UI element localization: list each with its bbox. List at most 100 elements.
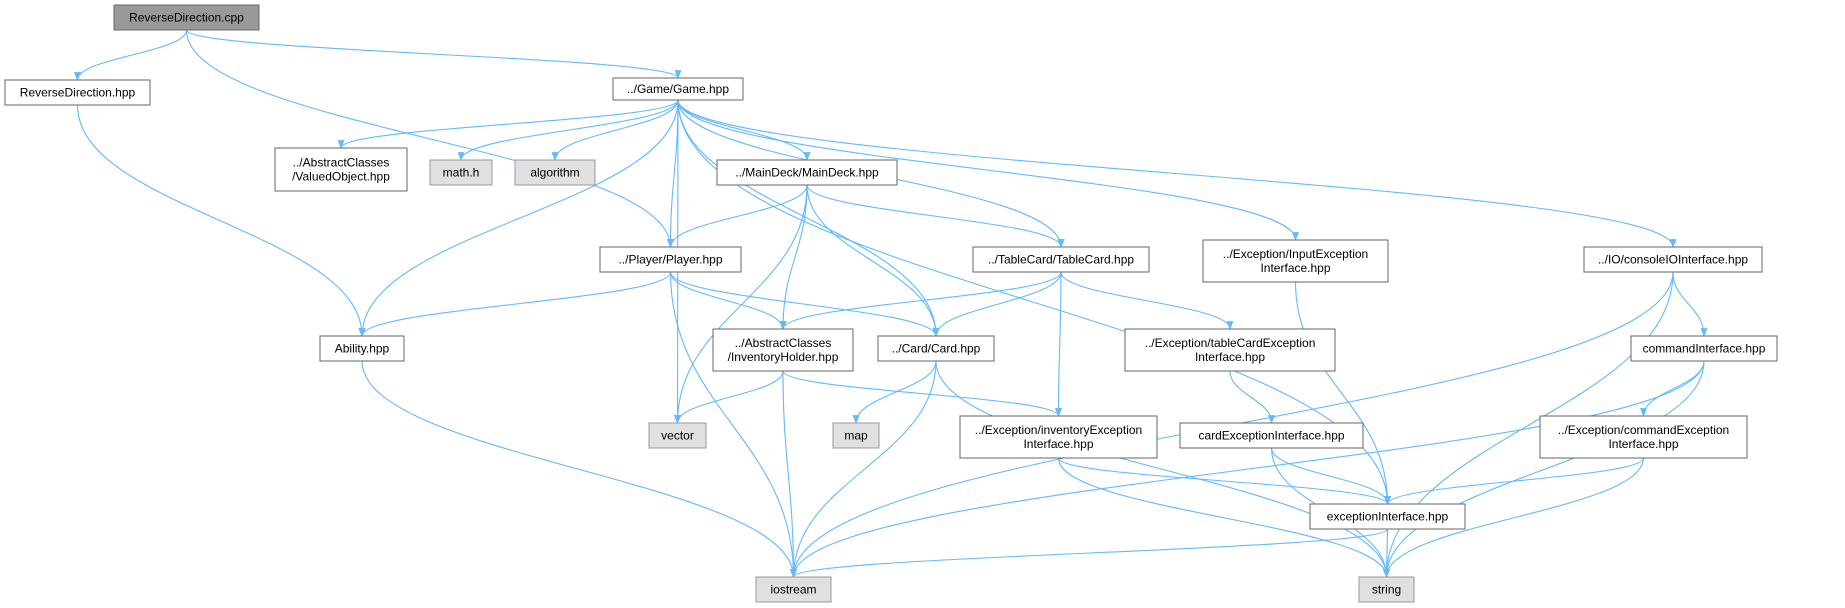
node-box — [1202, 239, 1389, 283]
edge-game-to-inputexc — [677, 99, 1299, 241]
node-box — [1630, 335, 1778, 362]
node-ability[interactable]: Ability.hpp — [319, 335, 405, 362]
edge-path — [677, 99, 1299, 241]
edge-path — [673, 184, 808, 424]
node-label: algorithm — [530, 166, 579, 180]
edge-path — [935, 360, 1390, 578]
edge-path — [74, 29, 188, 81]
node-tablecard[interactable]: ../TableCard/TableCard.hpp — [972, 246, 1150, 273]
node-root[interactable]: ReverseDirection.cpp — [113, 4, 260, 31]
edge-game-to-algorithm — [551, 99, 679, 161]
node-box — [972, 246, 1150, 273]
edge-path — [782, 370, 798, 578]
edge-path — [667, 184, 808, 248]
node-map[interactable]: map — [832, 422, 880, 449]
node-tcexc[interactable]: ../Exception/tableCardExceptionInterface… — [1124, 328, 1336, 372]
node-card[interactable]: ../Card/Card.hpp — [877, 335, 995, 362]
node-box — [1583, 246, 1763, 273]
edge-path — [1060, 271, 1234, 330]
edge-path — [1229, 370, 1276, 424]
node-revhpp[interactable]: ReverseDirection.hpp — [4, 79, 151, 106]
edge-path — [677, 99, 811, 161]
edge-path — [1270, 447, 1391, 505]
edge-game-to-consoleio — [677, 99, 1677, 248]
edge-excif-to-string — [1382, 528, 1391, 578]
node-math[interactable]: math.h — [429, 159, 493, 186]
node-label: ../Exception/inventoryException — [975, 423, 1142, 437]
edge-excif-to-iostream — [790, 528, 1389, 578]
node-label: ../Card/Card.hpp — [892, 342, 981, 356]
edge-cmdexc-to-string — [1383, 457, 1645, 578]
node-label: commandInterface.hpp — [1643, 342, 1766, 356]
edge-maindeck-to-player — [667, 184, 808, 248]
node-box — [429, 159, 493, 186]
edge-tcexc-to-cardexcif — [1229, 370, 1276, 424]
edge-path — [790, 360, 1705, 578]
node-invholder[interactable]: ../AbstractClasses/InventoryHolder.hpp — [712, 328, 854, 372]
node-box — [612, 77, 744, 101]
node-label: /InventoryHolder.hpp — [728, 350, 839, 364]
edge-tablecard-to-invexc — [1054, 271, 1063, 417]
node-cmdif[interactable]: commandInterface.hpp — [1630, 335, 1778, 362]
node-label: map — [844, 429, 868, 443]
edge-path — [1057, 457, 1390, 578]
edge-player-to-card — [669, 271, 940, 337]
edge-path — [674, 370, 784, 424]
edge-player-to-ability — [358, 271, 672, 337]
node-game[interactable]: ../Game/Game.hpp — [612, 77, 744, 101]
edge-game-to-ability — [358, 99, 679, 337]
node-invexc[interactable]: ../Exception/inventoryExceptionInterface… — [959, 415, 1158, 459]
edge-game-to-player — [666, 99, 679, 248]
edge-tablecard-to-tcexc — [1060, 271, 1234, 330]
node-box — [599, 246, 742, 273]
node-algorithm[interactable]: algorithm — [514, 159, 596, 186]
edge-game-to-math — [457, 99, 679, 161]
node-box — [1358, 576, 1415, 603]
node-valued[interactable]: ../AbstractClasses/ValuedObject.hpp — [274, 147, 408, 192]
node-player[interactable]: ../Player/Player.hpp — [599, 246, 742, 273]
node-label: Interface.hpp — [1260, 261, 1330, 275]
node-cardexcif[interactable]: cardExceptionInterface.hpp — [1179, 422, 1364, 449]
node-label: exceptionInterface.hpp — [1327, 510, 1449, 524]
node-label: string — [1372, 583, 1401, 597]
node-box — [274, 147, 408, 192]
edge-path — [1383, 457, 1645, 578]
edge-game-to-maindeck — [677, 99, 811, 161]
edge-maindeck-to-card — [806, 184, 940, 337]
node-box — [1539, 415, 1748, 459]
node-box — [877, 335, 995, 362]
node-label: ../Exception/InputException — [1223, 247, 1368, 261]
node-consoleio[interactable]: ../IO/consoleIOInterface.hpp — [1583, 246, 1763, 273]
edge-root-to-revhpp — [74, 29, 188, 81]
node-vector[interactable]: vector — [648, 422, 707, 449]
edge-path — [932, 271, 1062, 337]
edge-card-to-map — [852, 360, 937, 424]
edge-game-to-card — [677, 99, 940, 337]
node-iostream[interactable]: iostream — [755, 576, 832, 603]
node-excif[interactable]: exceptionInterface.hpp — [1309, 503, 1466, 530]
node-label: ../TableCard/TableCard.hpp — [988, 253, 1134, 267]
edge-cardexcif-to-excif — [1270, 447, 1391, 505]
edge-maindeck-to-tablecard — [806, 184, 1065, 248]
node-box — [832, 422, 880, 449]
node-label: ../AbstractClasses — [293, 156, 390, 170]
edge-card-to-iostream — [789, 360, 937, 578]
edge-path — [1672, 271, 1708, 337]
node-string[interactable]: string — [1358, 576, 1415, 603]
node-label: math.h — [443, 166, 480, 180]
edge-revhpp-to-ability — [76, 104, 366, 337]
node-label: Interface.hpp — [1023, 437, 1093, 451]
edge-path — [790, 528, 1389, 578]
node-box — [755, 576, 832, 603]
edge-path — [1384, 457, 1645, 505]
edge-cmdif-to-iostream — [790, 360, 1705, 578]
edge-cmdif-to-string — [1383, 360, 1705, 578]
edge-root-to-player — [185, 29, 674, 248]
edge-ability-to-iostream — [361, 360, 797, 578]
node-cmdexc[interactable]: ../Exception/commandExceptionInterface.h… — [1539, 415, 1748, 459]
edge-path — [1382, 528, 1391, 578]
node-maindeck[interactable]: ../MainDeck/MainDeck.hpp — [716, 159, 898, 186]
edge-path — [76, 104, 366, 337]
node-box — [1179, 422, 1364, 449]
